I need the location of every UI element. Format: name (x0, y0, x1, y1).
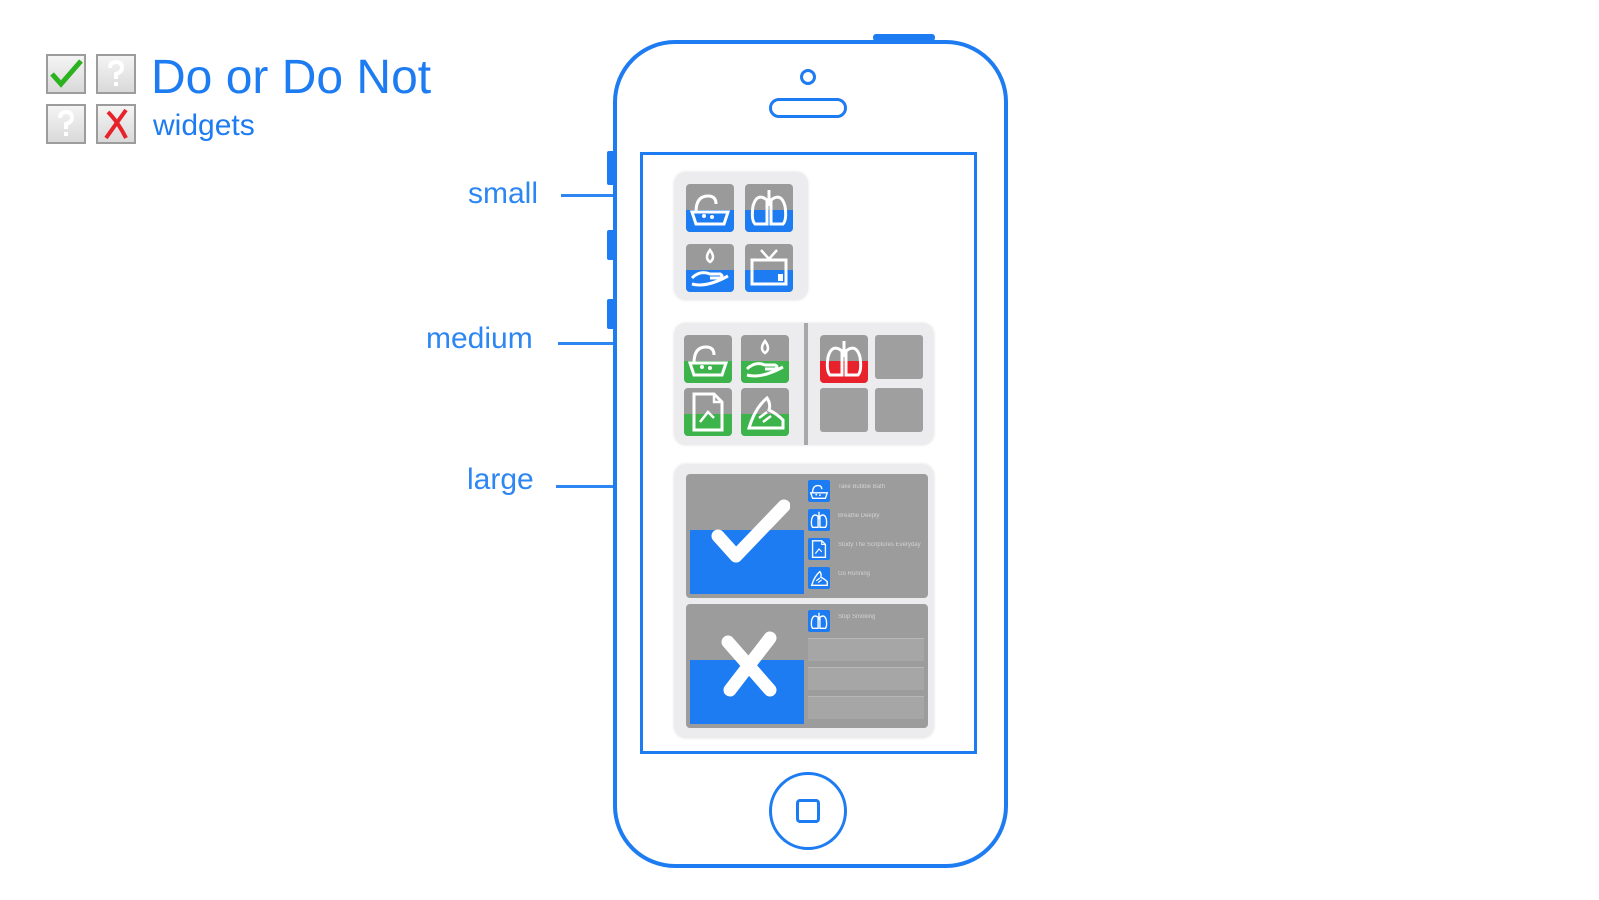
empty-tile-slot[interactable] (875, 388, 923, 432)
tile-state-band (684, 361, 732, 383)
do-mark-area (690, 478, 804, 594)
question-icon (58, 109, 75, 136)
app-logo (46, 54, 140, 150)
widget-tile[interactable] (741, 388, 789, 436)
empty-list-row (808, 638, 924, 661)
large-do-not-card[interactable]: Stop Smoking (686, 604, 928, 728)
list-item-icon (808, 538, 830, 560)
tile-state-band (686, 210, 734, 232)
phone-volume-up-button (607, 230, 615, 260)
do-not-mark-area (690, 608, 804, 724)
list-item-label: Go Running (838, 571, 871, 577)
list-item[interactable]: Go Running (808, 565, 924, 593)
bathtub-icon (689, 194, 731, 226)
callout-small-line (561, 194, 662, 197)
phone-speaker (769, 98, 847, 118)
running-shoe-icon (810, 570, 828, 587)
lungs-icon (810, 612, 828, 630)
phone-camera-icon (800, 69, 816, 85)
empty-list-row (808, 696, 924, 719)
logo-question-box (96, 54, 136, 94)
home-square-icon (796, 799, 820, 823)
list-item-label: Stop Smoking (838, 614, 876, 620)
watering-hand-icon (690, 247, 729, 287)
tile-state-band (745, 210, 793, 232)
list-item[interactable]: Study The Scriptures Everyday (808, 536, 924, 564)
list-item-icon (808, 610, 830, 632)
lungs-icon (750, 190, 788, 226)
bathtub-icon (809, 484, 829, 500)
list-item-icon (808, 480, 830, 502)
phone-home-button (769, 772, 847, 850)
widget-tile[interactable] (741, 335, 789, 383)
widget-tile[interactable] (745, 184, 793, 232)
cross-icon (104, 108, 128, 140)
logo-check-box (46, 54, 86, 94)
callout-large-line (556, 485, 658, 488)
running-shoe-icon (746, 395, 785, 430)
widget-tile[interactable] (684, 388, 732, 436)
question-icon (108, 59, 125, 86)
widget-tile[interactable] (745, 244, 793, 292)
lungs-icon (810, 511, 828, 529)
list-item-label: Take Bubble Bath (838, 484, 886, 490)
tv-icon (750, 249, 788, 286)
list-item-label: Breathe Deeply (838, 513, 880, 519)
widget-tile[interactable] (686, 244, 734, 292)
phone-volume-down-button (607, 299, 615, 329)
widget-tile[interactable] (684, 335, 732, 383)
callout-medium-line (558, 342, 662, 345)
phone-power-button (873, 34, 935, 41)
watering-hand-icon (745, 338, 784, 378)
empty-tile-slot[interactable] (875, 335, 923, 379)
widget-tile[interactable] (686, 184, 734, 232)
check-icon (50, 59, 83, 88)
app-subtitle: widgets (153, 109, 255, 142)
medium-widget-divider (804, 323, 808, 445)
list-item-icon (808, 509, 830, 531)
callout-small-label: small (468, 177, 539, 210)
lungs-icon (825, 341, 863, 377)
document-icon (811, 540, 827, 558)
empty-tile-slot[interactable] (820, 388, 868, 432)
checkmark-icon (711, 499, 790, 563)
list-item[interactable]: Breathe Deeply (808, 507, 924, 535)
callout-large-label: large (467, 463, 534, 496)
list-item[interactable]: Stop Smoking (808, 608, 924, 636)
logo-question-box (46, 104, 86, 144)
list-item-label: Study The Scriptures Everyday (838, 542, 921, 548)
list-item-icon (808, 567, 830, 589)
document-icon (692, 392, 724, 432)
callout-medium-label: medium (426, 322, 533, 355)
widget-tile[interactable] (820, 335, 868, 383)
cross-mark-icon (721, 631, 777, 697)
logo-cross-box (96, 104, 136, 144)
bathtub-icon (687, 345, 729, 377)
tile-state-band (820, 361, 868, 383)
app-title: Do or Do Not (151, 51, 432, 104)
list-item[interactable]: Take Bubble Bath (808, 478, 924, 506)
phone-mute-switch (607, 151, 615, 185)
empty-list-row (808, 667, 924, 690)
